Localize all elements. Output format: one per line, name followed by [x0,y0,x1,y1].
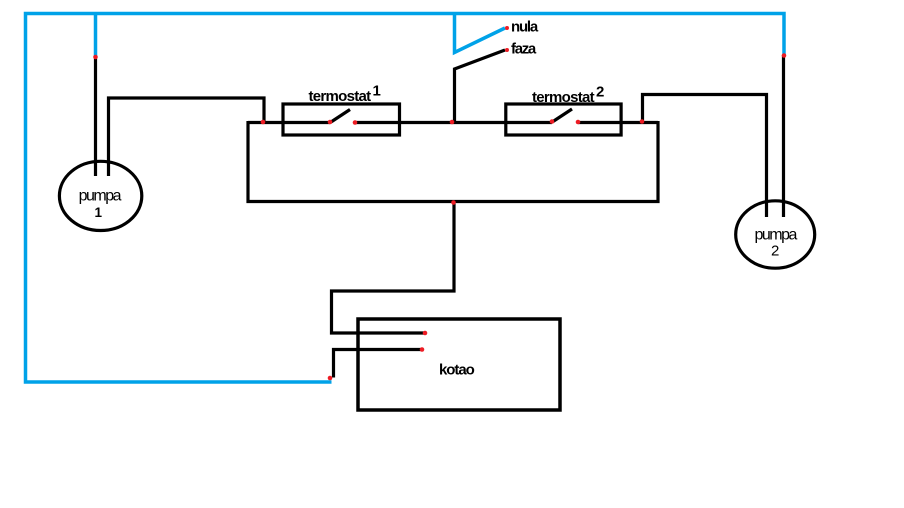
svg-text:pumpa: pumpa [79,187,122,204]
svg-text:kotao: kotao [439,362,475,379]
svg-text:nula: nula [511,19,539,36]
svg-text:1: 1 [95,205,103,220]
svg-text:2: 2 [771,242,779,259]
svg-text:1: 1 [373,83,381,100]
svg-text:faza: faza [511,41,537,58]
svg-text:termostat: termostat [532,89,595,106]
svg-text:2: 2 [596,84,604,101]
svg-text:pumpa: pumpa [754,227,797,244]
svg-text:termostat: termostat [309,88,372,105]
